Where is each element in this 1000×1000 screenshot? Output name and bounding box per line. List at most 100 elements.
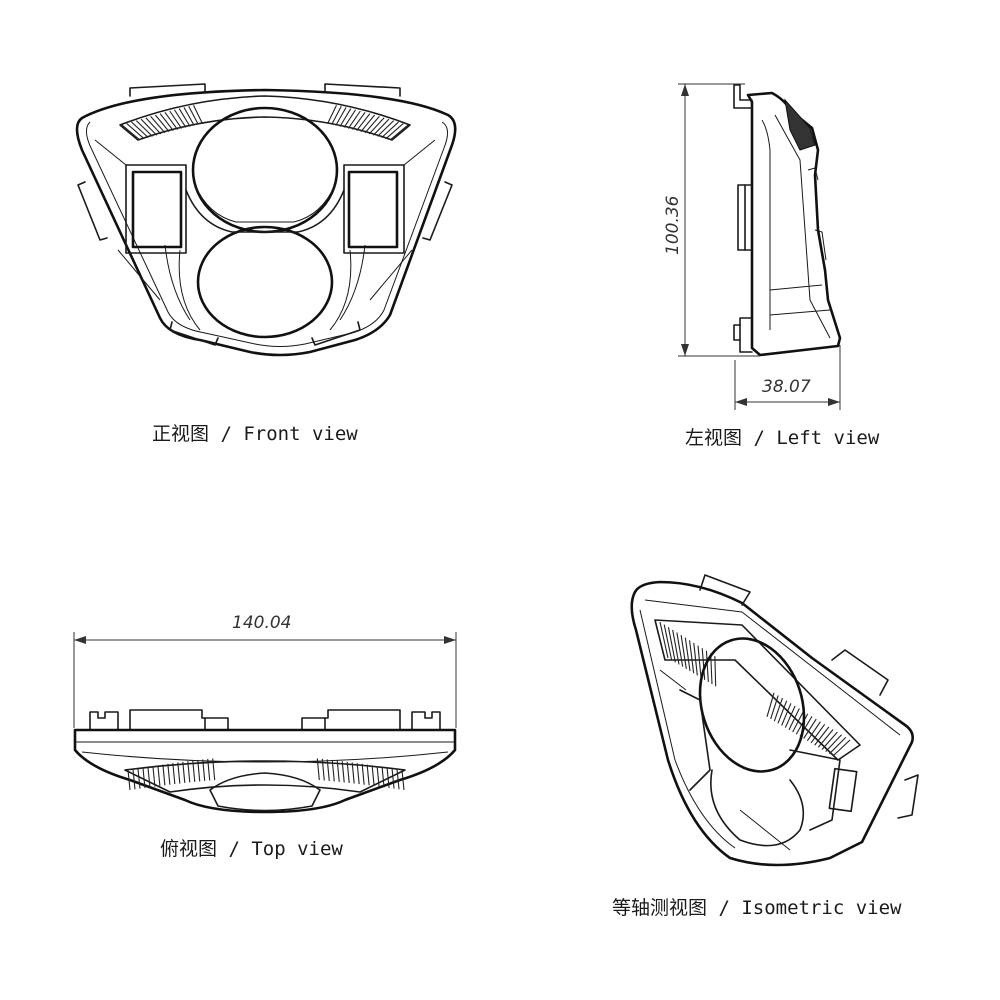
front-view	[75, 83, 457, 357]
iso-fin-line	[788, 708, 800, 731]
left-view-caption: 左视图 / Left view	[685, 427, 880, 449]
iso-fin-line	[693, 642, 698, 676]
top-right-clips	[411, 711, 441, 731]
left-fin-wedge	[784, 98, 816, 151]
front-fin-line	[364, 115, 380, 134]
top-fin-line	[316, 758, 320, 781]
front-fin-line	[183, 107, 195, 126]
top-fin-line	[192, 760, 196, 782]
iso-fin-line	[659, 621, 669, 659]
left-depth-dimension: 38.07	[762, 377, 811, 397]
iso-fin-line	[766, 692, 775, 717]
iso-fin-line	[832, 739, 851, 757]
top-view	[73, 632, 457, 814]
front-fin-line	[360, 114, 376, 133]
front-fin-line	[356, 113, 371, 131]
iso-fin-line	[792, 710, 805, 733]
top-fin-line	[376, 766, 380, 787]
front-fin-line	[352, 111, 366, 130]
top-left-clips	[89, 711, 119, 731]
front-left-block	[131, 170, 183, 249]
top-fin-line	[361, 763, 365, 785]
front-fin-line	[169, 110, 183, 129]
front-fin-line	[126, 123, 145, 140]
front-fin-line	[327, 104, 337, 124]
front-lower-lens	[196, 225, 334, 339]
front-fin-line	[377, 120, 395, 137]
top-fin-line	[326, 759, 330, 781]
iso-fin-line	[795, 713, 809, 735]
front-top-tab-left	[129, 83, 206, 97]
iso-fin-line	[663, 624, 673, 661]
front-fin-line	[343, 109, 357, 128]
top-fin-line	[162, 764, 166, 786]
front-fin-line	[339, 108, 352, 127]
iso-fin-line	[672, 629, 680, 665]
front-fin-line	[121, 124, 141, 141]
top-fin-line	[207, 758, 211, 781]
front-fin-line	[389, 124, 409, 141]
top-body-outline	[73, 728, 457, 814]
front-upper-lens	[191, 106, 339, 234]
top-fin-line	[396, 769, 400, 790]
iso-fin-line	[770, 695, 779, 720]
iso-side-tab	[897, 774, 919, 819]
iso-fin-line	[714, 656, 717, 687]
iso-fin-line	[784, 705, 796, 728]
top-fin-line	[172, 763, 176, 785]
front-view-caption: 正视图 / Front view	[152, 423, 358, 445]
iso-fin-line	[810, 723, 826, 744]
top-fin-line	[321, 758, 325, 781]
top-fin-line	[147, 766, 151, 788]
front-fin-line	[347, 110, 361, 129]
iso-right-tab	[831, 649, 889, 696]
top-fin-line	[391, 768, 395, 789]
iso-fin-line	[821, 731, 838, 750]
front-top-tab-right	[324, 83, 401, 97]
front-right-block	[347, 170, 399, 249]
iso-outline	[630, 580, 914, 867]
top-fin-line	[177, 762, 181, 784]
top-fin-line	[132, 769, 136, 790]
front-fin-line	[131, 121, 149, 138]
top-fin-line	[127, 769, 131, 791]
left-height-dimension: 100.36	[663, 195, 683, 255]
front-fin-line	[159, 113, 174, 131]
top-fin-line	[167, 763, 171, 785]
top-fin-line	[157, 765, 161, 787]
top-fin-line	[152, 766, 156, 787]
front-fin-line	[178, 108, 191, 127]
top-fin-line	[351, 762, 355, 784]
top-fin-line	[386, 767, 390, 789]
front-fins	[121, 104, 409, 141]
iso-top-tab	[699, 574, 751, 606]
iso-fin-line	[814, 726, 830, 746]
top-fin-line	[371, 765, 375, 787]
front-fin-line	[188, 106, 199, 125]
iso-fin-line	[781, 703, 792, 726]
front-fin-line	[385, 123, 404, 140]
top-fin-line	[346, 761, 350, 783]
top-fin-line	[142, 767, 146, 789]
top-fin-line	[336, 760, 340, 782]
top-fin-line	[137, 768, 141, 789]
top-fin-line	[401, 769, 405, 791]
left-view	[678, 83, 842, 410]
iso-view-caption: 等轴测视图 / Isometric view	[612, 897, 902, 919]
top-fin-line	[366, 764, 370, 786]
iso-fins	[659, 621, 851, 757]
top-fin-line	[202, 759, 206, 781]
iso-fin-line	[825, 734, 842, 753]
iso-fin-line	[710, 653, 713, 685]
iso-fin-line	[689, 640, 695, 674]
front-fin-line	[381, 121, 399, 138]
front-fin-line	[331, 106, 342, 125]
front-fin-line	[140, 118, 158, 136]
iso-fin-line	[773, 697, 783, 722]
iso-fin-line	[705, 650, 709, 682]
front-fin-line	[145, 117, 162, 135]
iso-fin-line	[701, 648, 706, 680]
iso-lower-lens	[710, 769, 805, 847]
top-view-caption: 俯视图 / Top view	[160, 838, 343, 860]
iso-fin-line	[777, 700, 788, 724]
